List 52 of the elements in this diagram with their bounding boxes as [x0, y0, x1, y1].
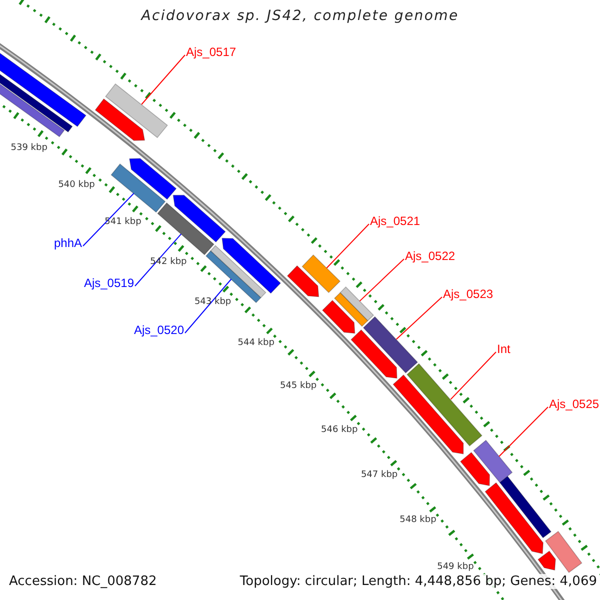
gene-block [222, 238, 282, 294]
gene-block [473, 440, 513, 484]
gene-block [544, 530, 582, 574]
gene-block [538, 550, 556, 571]
gene-block [129, 158, 177, 200]
accession-text: Accession: NC_008782 [9, 574, 157, 589]
gene-block [499, 476, 552, 538]
scale-label: 544 kbp [236, 338, 276, 350]
gene-label: Ajs_0521 [370, 214, 420, 228]
gene-block [350, 329, 398, 379]
gene-block [172, 194, 226, 243]
scale-label: 541 kbp [104, 217, 142, 228]
gene-block [286, 265, 320, 298]
gene-block [322, 300, 356, 334]
scale-label: 546 kbp [320, 424, 359, 436]
gene-label: Ajs_0517 [186, 45, 236, 59]
scale-label: 548 kbp [398, 515, 438, 526]
gene-label: phhA [54, 236, 82, 250]
gene-label: Ajs_0520 [134, 323, 184, 337]
scale-label: 543 kbp [193, 296, 232, 308]
gene-block [334, 286, 374, 327]
leader-line [326, 224, 370, 268]
gene-block [302, 254, 341, 294]
gene-block [406, 363, 482, 446]
scale-label: 549 kbp [436, 562, 475, 574]
leader-line [450, 352, 496, 400]
leader-line [184, 278, 232, 334]
genome-info-text: Topology: circular; Length: 4,448,856 bp; Genes: 4,069 [240, 574, 597, 589]
gene-label: Int [497, 342, 510, 356]
scale-label: 540 kbp [57, 180, 96, 191]
gene-block [105, 83, 168, 138]
gene-block [362, 316, 418, 374]
gene-label: Ajs_0523 [443, 287, 494, 301]
gene-block [94, 98, 146, 141]
gene-block [392, 374, 464, 454]
leader-line [141, 54, 186, 105]
scale-label: 545 kbp [278, 381, 318, 392]
leader-line [134, 233, 182, 286]
gene-label: Ajs_0519 [84, 276, 134, 290]
leader-line [498, 406, 548, 457]
scale-label: 547 kbp [360, 470, 399, 481]
leader-line [82, 192, 134, 246]
leader-line [359, 258, 404, 302]
scale-label: 539 kbp [10, 142, 48, 154]
gene-block [460, 452, 490, 486]
leader-line [396, 296, 442, 340]
gene-label: Ajs_0522 [405, 249, 456, 263]
gene-block [484, 482, 544, 554]
gene-block [157, 202, 214, 256]
title: Acidovorax sp. JS42, complete genome [140, 8, 460, 24]
gene-block [110, 163, 166, 213]
gene-label: Ajs_0525 [549, 397, 600, 411]
